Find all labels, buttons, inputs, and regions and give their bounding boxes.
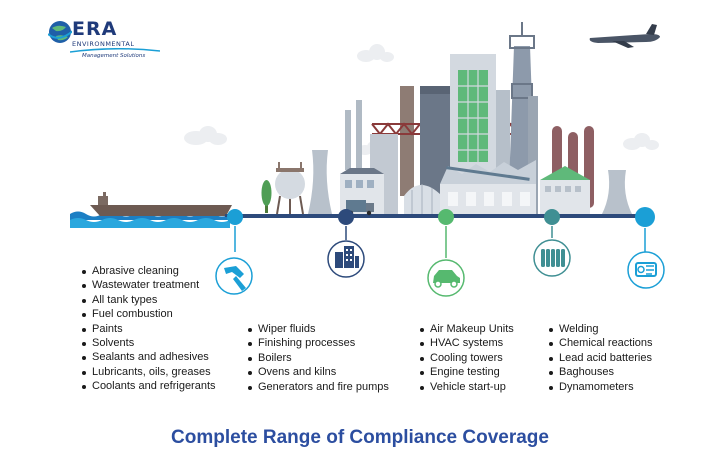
timeline	[227, 207, 655, 258]
cargo-ship	[90, 192, 232, 216]
list-item: Wastewater treatment	[80, 278, 216, 292]
list-item: Ovens and kilns	[246, 365, 389, 379]
timeline-node	[438, 209, 454, 225]
list-item: Wiper fluids	[246, 322, 389, 336]
spray-gun-icon	[215, 257, 253, 295]
timeline-node	[227, 209, 243, 225]
warehouse-right	[540, 166, 590, 214]
list-item: Welding	[547, 322, 653, 336]
timeline-node	[635, 207, 655, 227]
tree	[261, 180, 272, 213]
cooling-tower-left	[308, 150, 332, 214]
list-item: Solvents	[80, 336, 216, 350]
list-item: Baghouses	[547, 365, 653, 379]
list-item: Chemical reactions	[547, 336, 653, 350]
cloud-left	[184, 126, 227, 145]
list-item: All tank types	[80, 293, 216, 307]
coverage-list-4: Welding Chemical reactions Lead acid bat…	[547, 322, 653, 394]
list-item: Coolants and refrigerants	[80, 379, 216, 393]
factory-building-icon	[327, 240, 365, 278]
list-item: Lead acid batteries	[547, 351, 653, 365]
list-item: Boilers	[246, 351, 389, 365]
cloud-top	[357, 44, 394, 62]
chimney-brown	[400, 86, 414, 196]
globe-icon	[48, 21, 72, 43]
brand-name: ERA	[72, 18, 118, 40]
glass-facade	[458, 70, 488, 162]
dome-building	[404, 184, 442, 214]
era-logo: ERA ENVIRONMENTAL Management Solutions	[48, 16, 168, 68]
chimney	[345, 110, 351, 170]
list-item: Generators and fire pumps	[246, 380, 389, 394]
airplane-icon	[589, 24, 660, 48]
sawtooth-building	[440, 160, 536, 214]
list-item: Air Makeup Units	[418, 322, 514, 336]
logo-swoosh	[70, 48, 160, 53]
spherical-tank	[275, 162, 305, 215]
coverage-list-2: Wiper fluids Finishing processes Boilers…	[246, 322, 389, 394]
list-item: Engine testing	[418, 365, 514, 379]
list-item: Abrasive cleaning	[80, 264, 216, 278]
chimney	[356, 100, 362, 170]
list-item: Finishing processes	[246, 336, 389, 350]
dynamometer-roll-icon	[627, 251, 665, 289]
list-item: Sealants and adhesives	[80, 350, 216, 364]
list-item: Paints	[80, 322, 216, 336]
coverage-list-3: Air Makeup Units HVAC systems Cooling to…	[418, 322, 514, 394]
list-item: Fuel combustion	[80, 307, 216, 321]
cloud-right	[623, 133, 659, 150]
coverage-list-1: Abrasive cleaning Wastewater treatment A…	[80, 264, 216, 394]
brand-line-1: ENVIRONMENTAL	[72, 40, 135, 48]
ground-line	[225, 214, 640, 217]
radiator-icon	[533, 239, 571, 277]
list-item: Lubricants, oils, greases	[80, 365, 216, 379]
cooling-tower-right	[602, 170, 632, 214]
list-item: HVAC systems	[418, 336, 514, 350]
list-item: Vehicle start-up	[418, 380, 514, 394]
list-item: Cooling towers	[418, 351, 514, 365]
page-title: Complete Range of Compliance Coverage	[171, 427, 549, 448]
brand-line-2: Management Solutions	[82, 53, 146, 59]
timeline-node	[338, 209, 354, 225]
list-item: Dynamometers	[547, 380, 653, 394]
timeline-node	[544, 209, 560, 225]
car-icon	[427, 259, 465, 297]
